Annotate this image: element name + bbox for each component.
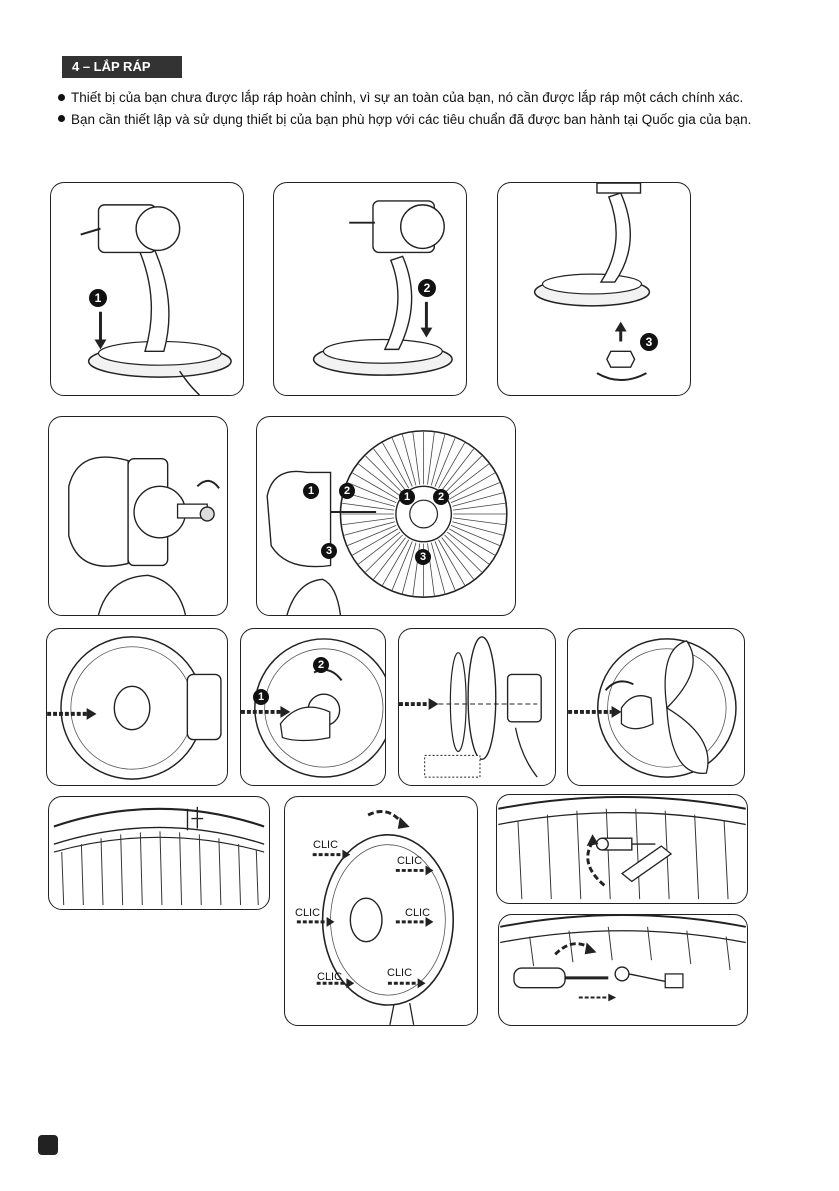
fan-stand-illustration [51,183,243,395]
guard-illustration [241,629,385,785]
step-badge-1: 1 [303,483,319,499]
illustration-push-guard [46,628,228,786]
bullet-icon [58,94,65,101]
illustration-tighten-nut: 3 [497,182,691,396]
instructions: Thiết bị của bạn chưa được lắp ráp hoàn … [54,88,799,131]
illustration-lower-head: 2 [273,182,467,396]
motor-illustration [49,417,227,615]
fan-stand-illustration [274,183,466,395]
blade-illustration [399,629,555,785]
blade-illustration [568,629,744,785]
clic-label: CLIC [317,971,342,983]
instruction-item: Bạn cần thiết lập và sử dụng thiết bị củ… [54,110,799,130]
step-badge-1: 1 [399,489,415,505]
illustration-tighten-spinner [567,628,745,786]
screw-illustration [497,795,747,903]
step-badge-2: 2 [418,279,436,297]
illustration-fit-rear-guard: 1 2 3 1 2 3 [256,416,516,616]
illustration-screw-retaining-nut: 1 2 [240,628,386,786]
clic-label: CLIC [397,855,422,867]
step-badge-3: 3 [640,333,658,351]
illustration-remove-nut [48,416,228,616]
guard-illustration [47,629,227,785]
illustration-attach-head-to-stand: 1 [50,182,244,396]
page-marker [38,1135,58,1155]
clic-label: CLIC [405,907,430,919]
step-badge-3: 3 [321,543,337,559]
clic-label: CLIC [313,839,338,851]
instruction-item: Thiết bị của bạn chưa được lắp ráp hoàn … [54,88,799,108]
step-badge-2: 2 [433,489,449,505]
step-badge-3: 3 [415,549,431,565]
illustration-snap-front-guard: CLIC CLIC CLIC CLIC CLIC CLIC [284,796,478,1026]
section-title: 4 – LẮP RÁP [62,56,182,78]
clic-label: CLIC [387,967,412,979]
illustration-fit-blade [398,628,556,786]
step-badge-2: 2 [339,483,355,499]
illustration-clip-detail [48,796,270,910]
screwdriver-illustration [499,915,747,1025]
step-badge-1: 1 [253,689,269,705]
instruction-text: Thiết bị của bạn chưa được lắp ráp hoàn … [71,90,743,105]
fan-stand-illustration [498,183,690,395]
step-badge-2: 2 [313,657,329,673]
step-badge-1: 1 [89,289,107,307]
guard-illustration [257,417,515,615]
illustration-insert-screw [496,794,748,904]
illustration-tighten-screw [498,914,748,1026]
clic-label: CLIC [295,907,320,919]
clip-illustration [49,797,269,909]
bullet-icon [58,115,65,122]
instruction-text: Bạn cần thiết lập và sử dụng thiết bị củ… [71,112,751,127]
